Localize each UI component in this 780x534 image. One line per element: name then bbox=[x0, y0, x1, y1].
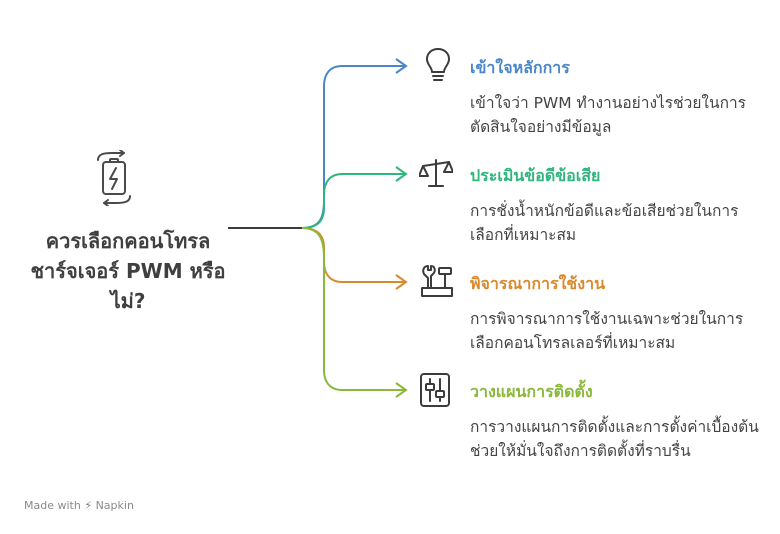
branch-title-consider: พิจารณาการใช้งาน bbox=[470, 274, 605, 293]
root-title: ควรเลือกคอนโทรลชาร์จเจอร์ PWM หรือไม่? bbox=[30, 229, 226, 313]
connector-branch-2 bbox=[301, 173, 406, 229]
footer-credit: Made with ⚡ Napkin bbox=[24, 499, 134, 512]
arrowhead-branch-2 bbox=[395, 166, 408, 182]
branch-desc-understand: เข้าใจว่า PWM ทำงานอย่างไรช่วยในการตัดสิ… bbox=[470, 94, 747, 136]
branch-desc-plan: การวางแผนการติดตั้งและการตั้งค่าเบื้องต้… bbox=[470, 418, 759, 460]
branch-title-understand: เข้าใจหลักการ bbox=[470, 58, 570, 77]
branch-desc-evaluate: การชั่งน้ำหนักข้อดีและข้อเสียช่วยในการเล… bbox=[470, 202, 739, 244]
branch-title-evaluate: ประเมินข้อดีข้อเสีย bbox=[470, 166, 601, 185]
tools-icon bbox=[420, 264, 453, 298]
footer-brand: Napkin bbox=[95, 499, 134, 512]
connector-branch-1 bbox=[301, 65, 406, 229]
napkin-logo-icon: ⚡ bbox=[84, 499, 93, 512]
balance-scale-icon bbox=[418, 158, 454, 192]
sliders-panel-icon bbox=[420, 373, 450, 407]
branch-desc-consider: การพิจารณาการใช้งานเฉพาะช่วยในการเลือกคอ… bbox=[470, 310, 744, 352]
arrowhead-branch-1 bbox=[395, 58, 408, 74]
footer-prefix: Made with bbox=[24, 499, 81, 512]
arrowhead-branch-4 bbox=[395, 382, 408, 398]
branch-title-plan: วางแผนการติดตั้ง bbox=[470, 382, 593, 401]
battery-charging-cycle-icon bbox=[90, 149, 138, 207]
connector-branch-3 bbox=[301, 227, 406, 283]
arrowhead-branch-3 bbox=[395, 274, 408, 290]
lightbulb-icon bbox=[423, 48, 453, 82]
connector-branch-4 bbox=[301, 227, 406, 391]
